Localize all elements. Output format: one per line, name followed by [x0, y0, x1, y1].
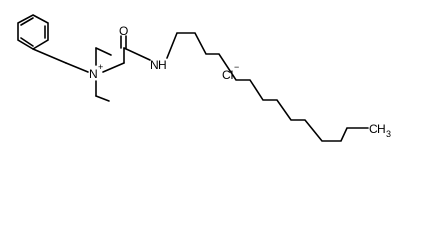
terminal-hydrogen-label: H [377, 122, 386, 136]
bond-nitrogen-methyl-down-tip [95, 95, 110, 102]
chloride-label: Cl [222, 68, 233, 82]
quaternary-nitrogen-label: N [89, 67, 98, 81]
bond-carbonyl-to-amide-nitrogen [123, 47, 151, 61]
bond-ring-to-benzyl-carbon [32, 48, 67, 64]
amide-hydrogen-label: H [158, 58, 167, 72]
bond-benzyl-carbon-to-nitrogen [65, 62, 89, 73]
aromatic-inner-bond [20, 37, 34, 47]
aromatic-inner-bond [20, 17, 34, 26]
bond-nitrogen-to-methylene [102, 62, 125, 73]
dodecyl-chain [166, 32, 369, 142]
bond-nitrogen-methyl-up-tip [95, 47, 112, 56]
amide-nitrogen-label: N [150, 58, 159, 72]
negative-charge-label: − [234, 62, 239, 72]
terminal-subscript-label: 3 [386, 129, 391, 139]
benzene-ring [17, 14, 49, 50]
carbonyl-oxygen-label: O [119, 24, 128, 38]
positive-charge-label: + [98, 62, 103, 72]
terminal-carbon-label: C [369, 122, 378, 136]
chemical-structure-diagram: N + O N H C H 3 Cl − [17, 14, 391, 142]
